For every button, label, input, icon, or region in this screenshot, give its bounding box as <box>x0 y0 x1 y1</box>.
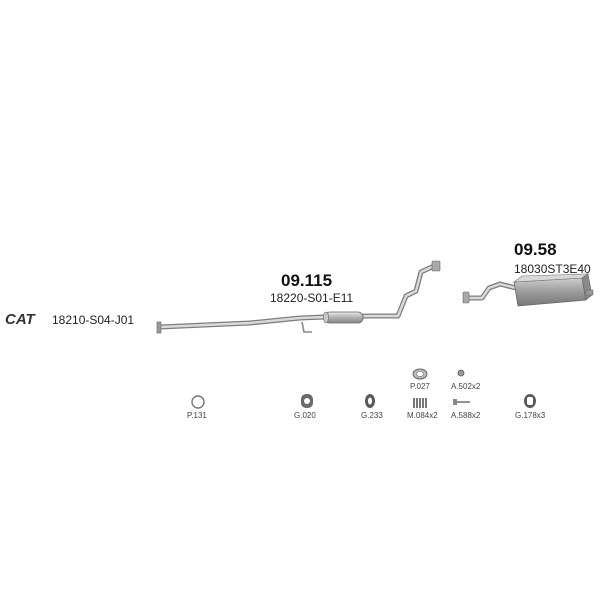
fitting-label-a502: A.502x2 <box>451 382 481 391</box>
fitting-rubber-hanger-icon-g020 <box>301 394 313 408</box>
fitting-rubber-hanger-icon-g233 <box>365 394 375 408</box>
fitting-nut-icon-a502 <box>457 369 465 377</box>
fitting-ring-icon <box>191 395 205 409</box>
fitting-label-g178: G.178x3 <box>515 411 546 420</box>
rear-silencer <box>462 273 594 307</box>
fitting-label-g233: G.233 <box>361 411 383 420</box>
fitting-label-m084: M.084x2 <box>407 411 438 420</box>
fitting-label-g020: G.020 <box>294 411 316 420</box>
fitting-spring-icon-m084 <box>413 398 427 408</box>
fitting-label-p131: P.131 <box>187 411 207 420</box>
part-number-middle: 09.115 <box>281 271 333 290</box>
cat-label: CAT <box>5 311 35 328</box>
oem-number-rear: 18030ST3E40 <box>514 262 591 276</box>
fitting-gasket-icon-p027 <box>412 368 428 380</box>
oem-number-middle: 18220-S01-E11 <box>270 291 354 305</box>
cat-oem-number: 18210-S04-J01 <box>52 313 135 327</box>
part-number-rear: 09.58 <box>514 240 557 259</box>
fitting-bolt-icon-a588 <box>453 399 470 405</box>
fitting-label-p027: P.027 <box>410 382 430 391</box>
fitting-rubber-hanger-icon-g178 <box>524 394 536 408</box>
middle-pipe <box>156 260 441 334</box>
fitting-label-a588: A.588x2 <box>451 411 481 420</box>
